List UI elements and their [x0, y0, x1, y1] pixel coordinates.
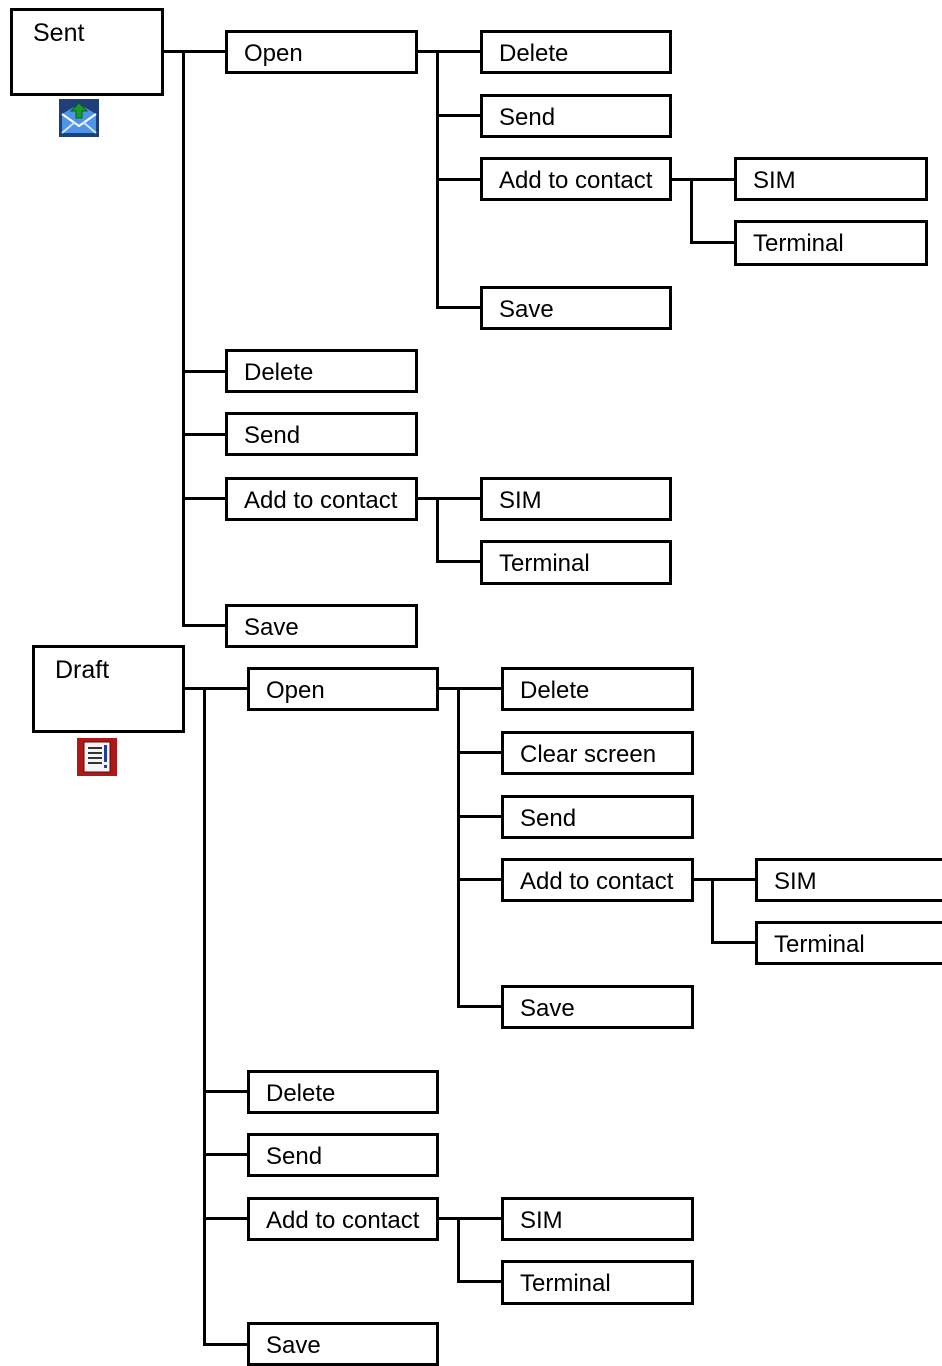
sent-open-sim-label: SIM: [753, 167, 796, 194]
connector: [457, 878, 501, 881]
connector: [436, 306, 480, 309]
sent-save-label: Save: [244, 614, 299, 641]
sent-terminal-label: Terminal: [499, 550, 590, 577]
connector: [182, 624, 225, 627]
draft-add-to-contact-label: Add to contact: [266, 1207, 420, 1234]
draft-delete-label: Delete: [266, 1080, 336, 1107]
connector: [182, 370, 225, 373]
draft-open-sim-node[interactable]: SIM: [755, 858, 942, 902]
draft-sim-node[interactable]: SIM: [501, 1197, 694, 1241]
connector: [437, 687, 501, 690]
draft-open-save-label: Save: [520, 995, 575, 1022]
connector: [203, 1343, 247, 1346]
draft-open-terminal-label: Terminal: [774, 931, 865, 958]
sent-terminal-node[interactable]: Terminal: [480, 540, 672, 585]
connector: [203, 687, 206, 1346]
sent-open-save-node[interactable]: Save: [480, 286, 672, 330]
connector: [690, 178, 693, 243]
connector: [436, 114, 480, 117]
draft-open-delete-label: Delete: [520, 677, 590, 704]
sent-title: Sent: [33, 19, 85, 47]
draft-save-node[interactable]: Save: [247, 1322, 439, 1366]
connector: [162, 50, 225, 53]
draft-document-icon: [77, 738, 117, 776]
connector: [416, 497, 480, 500]
draft-open-add-to-contact-label: Add to contact: [520, 868, 674, 895]
sent-open-terminal-label: Terminal: [753, 230, 844, 257]
sent-sim-node[interactable]: SIM: [480, 477, 672, 521]
draft-root-box[interactable]: Draft: [32, 645, 185, 733]
connector: [182, 50, 185, 626]
draft-open-node[interactable]: Open: [247, 667, 439, 711]
draft-sim-label: SIM: [520, 1207, 563, 1234]
sent-open-sim-node[interactable]: SIM: [734, 157, 928, 201]
draft-open-add-to-contact-node[interactable]: Add to contact: [501, 858, 694, 902]
sent-add-to-contact-label: Add to contact: [244, 487, 398, 514]
sent-open-add-to-contact-label: Add to contact: [499, 167, 653, 194]
sent-save-node[interactable]: Save: [225, 604, 418, 648]
draft-add-to-contact-node[interactable]: Add to contact: [247, 1197, 439, 1241]
connector: [436, 497, 439, 562]
connector: [203, 1153, 247, 1156]
connector: [691, 878, 755, 881]
draft-open-save-node[interactable]: Save: [501, 985, 694, 1029]
connector: [436, 560, 480, 563]
connector: [690, 241, 734, 244]
connector: [457, 1280, 501, 1283]
connector: [457, 1217, 460, 1282]
connector: [457, 751, 501, 754]
draft-open-sim-label: SIM: [774, 868, 817, 895]
draft-save-label: Save: [266, 1332, 321, 1359]
connector: [182, 497, 225, 500]
sent-open-label: Open: [244, 40, 303, 67]
draft-open-delete-node[interactable]: Delete: [501, 667, 694, 711]
sent-send-label: Send: [244, 422, 301, 449]
sent-send-node[interactable]: Send: [225, 412, 418, 456]
sent-root-box[interactable]: Sent: [10, 8, 164, 96]
draft-send-label: Send: [266, 1143, 323, 1170]
draft-open-clear-screen-node[interactable]: Clear screen: [501, 731, 694, 775]
sent-open-save-label: Save: [499, 296, 554, 323]
sent-envelope-icon: [59, 99, 99, 137]
draft-terminal-node[interactable]: Terminal: [501, 1260, 694, 1305]
sent-delete-node[interactable]: Delete: [225, 349, 418, 393]
sent-open-delete-node[interactable]: Delete: [480, 30, 672, 74]
sent-add-to-contact-node[interactable]: Add to contact: [225, 477, 418, 521]
sent-open-send-label: Send: [499, 104, 556, 131]
connector: [670, 178, 734, 181]
connector: [203, 1090, 247, 1093]
sent-sim-label: SIM: [499, 487, 542, 514]
sent-delete-label: Delete: [244, 359, 314, 386]
draft-terminal-label: Terminal: [520, 1270, 611, 1297]
connector: [457, 815, 501, 818]
draft-open-terminal-node[interactable]: Terminal: [755, 921, 942, 965]
connector: [437, 1217, 501, 1220]
draft-open-send-label: Send: [520, 805, 577, 832]
draft-open-send-node[interactable]: Send: [501, 795, 694, 839]
draft-open-label: Open: [266, 677, 325, 704]
connector: [711, 878, 714, 943]
draft-title: Draft: [55, 656, 110, 684]
connector: [183, 687, 247, 690]
connector: [457, 1005, 501, 1008]
draft-open-clear-screen-label: Clear screen: [520, 741, 657, 768]
connector: [182, 433, 225, 436]
connector: [711, 941, 755, 944]
sent-open-send-node[interactable]: Send: [480, 94, 672, 138]
draft-delete-node[interactable]: Delete: [247, 1070, 439, 1114]
connector: [203, 1217, 247, 1220]
sent-open-node[interactable]: Open: [225, 30, 418, 74]
sent-open-add-to-contact-node[interactable]: Add to contact: [480, 157, 672, 201]
connector: [457, 687, 460, 1007]
connector: [416, 50, 480, 53]
sent-open-delete-label: Delete: [499, 40, 569, 67]
sent-open-terminal-node[interactable]: Terminal: [734, 220, 928, 266]
draft-send-node[interactable]: Send: [247, 1133, 439, 1177]
connector: [436, 178, 480, 181]
